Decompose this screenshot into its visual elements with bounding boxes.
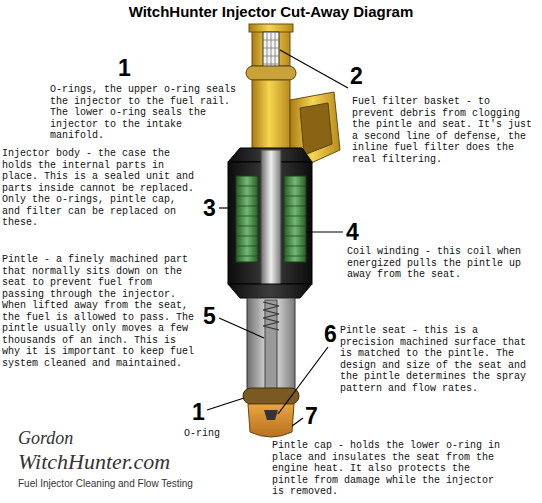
callout-number: 1 xyxy=(118,56,131,80)
part-name: O-ring xyxy=(184,428,220,440)
leader-line xyxy=(207,398,244,410)
injector xyxy=(228,24,340,437)
leader-line xyxy=(219,318,264,338)
callout-number: 6 xyxy=(324,322,337,346)
callout-number: 5 xyxy=(203,304,216,328)
callout-text: Pintle cap - holds the lower o-ring in p… xyxy=(272,440,504,498)
callout-number: 2 xyxy=(350,64,363,88)
callout-text: O-rings, the upper o-ring seals the inje… xyxy=(50,84,242,142)
leader-line xyxy=(278,347,328,414)
callout-text: Injector body - the case the holds the i… xyxy=(2,148,198,229)
callout-text: Pintle seat - this is a precision machin… xyxy=(340,325,538,394)
leader-line xyxy=(280,50,348,88)
callout-text: Coil winding - this coil when energized … xyxy=(347,246,537,281)
diagram-title: WitchHunter Injector Cut-Away Diagram xyxy=(0,3,542,20)
watermark: WitchHunter.com xyxy=(18,450,170,474)
callout-number: 7 xyxy=(305,404,318,428)
leader-line xyxy=(292,418,303,426)
callout-number: 3 xyxy=(203,196,216,220)
callout-number: 4 xyxy=(346,220,359,244)
callout-text: Pintle - a finely machined part that nor… xyxy=(2,254,198,369)
leader-line xyxy=(306,231,343,232)
callout-number: 1 xyxy=(192,400,205,424)
watermark: Gordon xyxy=(18,428,73,448)
callout-text: Fuel filter basket - to prevent debris f… xyxy=(352,96,538,165)
watermark: Fuel Injector Cleaning and Flow Testing xyxy=(18,478,193,490)
leader-line xyxy=(219,207,230,208)
